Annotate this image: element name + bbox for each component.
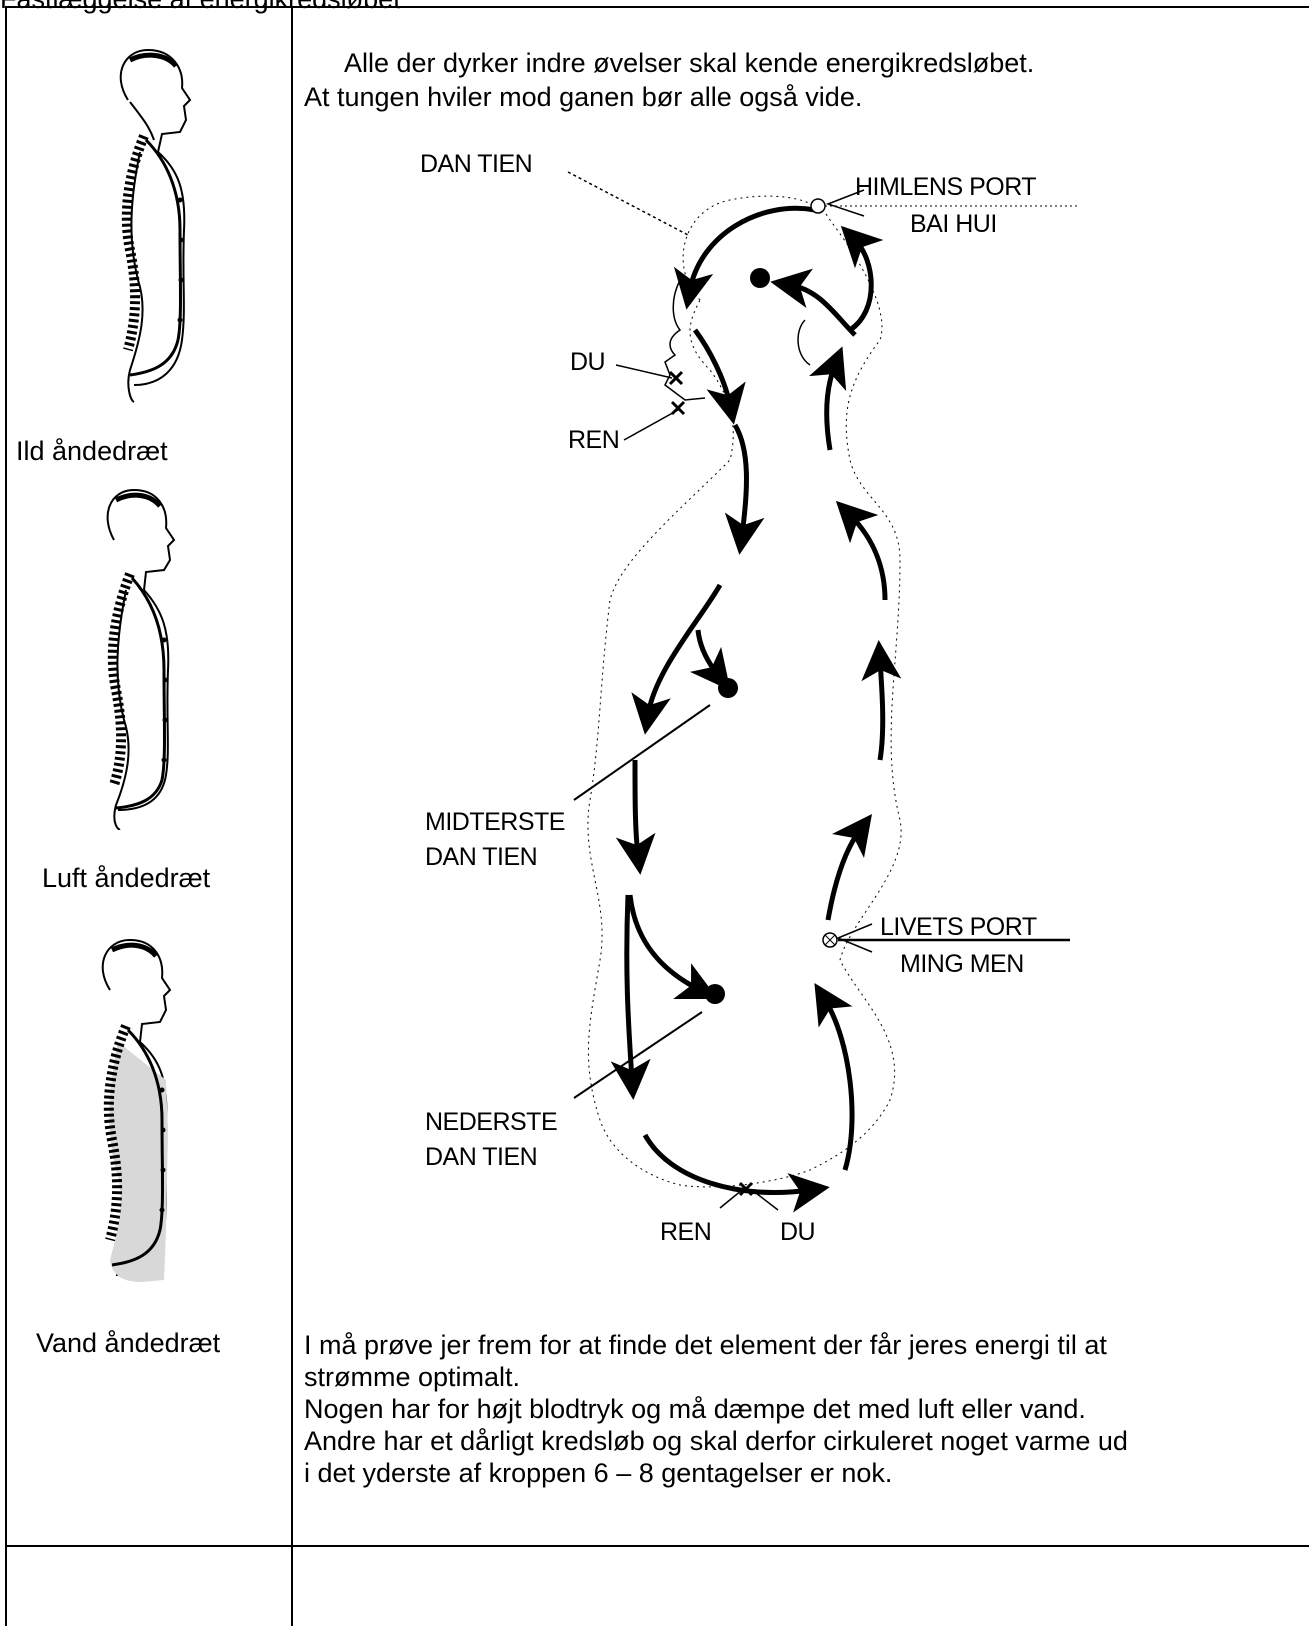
label-ming-men: MING MEN bbox=[900, 950, 1024, 978]
arrow-lower-back-up bbox=[828, 830, 860, 920]
label-livets-port: LIVETS PORT bbox=[880, 913, 1037, 941]
body-line-2: strømme optimalt. bbox=[304, 1362, 520, 1393]
label-midterste: MIDTERSTE bbox=[425, 808, 565, 836]
arrow-upper-back-up bbox=[850, 515, 885, 600]
label-ren-top: REN bbox=[568, 426, 619, 454]
arrow-belly-down bbox=[635, 760, 638, 855]
arrow-sacrum-up bbox=[825, 1000, 852, 1170]
baihui-point-icon bbox=[811, 199, 825, 213]
label-himlens-port: HIMLENS PORT bbox=[855, 173, 1036, 201]
spine-figure-water bbox=[82, 930, 192, 1290]
spine-figure-air bbox=[88, 480, 188, 830]
lower-dan-tien-dot bbox=[705, 984, 725, 1004]
label-nederste: NEDERSTE bbox=[425, 1108, 557, 1136]
label-nederste-dan-tien: DAN TIEN bbox=[425, 1143, 537, 1171]
label-ren-bottom: REN bbox=[660, 1218, 711, 1246]
body-line-5: i det yderste af kroppen 6 – 8 gentagels… bbox=[304, 1458, 892, 1489]
energy-circuit-diagram: DAN TIEN HIMLENS PORT BAI HUI DU REN MID… bbox=[380, 140, 1100, 1310]
table-border-left bbox=[5, 6, 7, 1626]
intro-line-2: At tungen hviler mod ganen bør alle også… bbox=[304, 82, 862, 113]
arrow-chest-right bbox=[698, 630, 718, 675]
arrow-bottom-right bbox=[645, 1135, 810, 1193]
column-divider bbox=[291, 6, 293, 1626]
spine-figure-fire bbox=[100, 40, 210, 405]
arrow-face-down bbox=[695, 330, 730, 405]
label-midterste-dan-tien: DAN TIEN bbox=[425, 843, 537, 871]
arrow-head-back-up bbox=[850, 240, 871, 330]
label-bai-hui: BAI HUI bbox=[910, 210, 997, 238]
arrow-mid-back-up bbox=[880, 660, 883, 760]
label-dan-tien-top: DAN TIEN bbox=[420, 150, 532, 178]
arrow-abdomen-down bbox=[627, 895, 632, 1080]
middle-dan-tien-dot bbox=[718, 678, 738, 698]
ear-icon bbox=[798, 320, 810, 365]
body-line-3: Nogen har for højt blodtryk og må dæmpe … bbox=[304, 1394, 1086, 1425]
upper-dan-tien-dot bbox=[750, 268, 770, 288]
mingmen-point-icon bbox=[823, 933, 837, 947]
arrow-neck-up bbox=[827, 365, 835, 450]
arrow-throat-down bbox=[735, 425, 746, 535]
row-divider bbox=[5, 1545, 1309, 1547]
table-border-top bbox=[5, 6, 1309, 8]
body-line-4: Andre har et dårligt kredsløb og skal de… bbox=[304, 1426, 1128, 1457]
arrow-abdomen-right bbox=[630, 895, 700, 990]
label-du-bottom: DU bbox=[780, 1218, 815, 1246]
caption-air-breath: Luft åndedræt bbox=[42, 865, 210, 892]
arrow-chest-left bbox=[648, 585, 720, 715]
label-du-top: DU bbox=[570, 348, 605, 376]
caption-fire-breath: Ild åndedræt bbox=[16, 438, 168, 465]
body-line-1: I må prøve jer frem for at finde det ele… bbox=[304, 1330, 1107, 1361]
body-outline bbox=[588, 196, 901, 1187]
intro-line-1: Alle der dyrker indre øvelser skal kende… bbox=[344, 48, 1034, 79]
caption-water-breath: Vand åndedræt bbox=[36, 1330, 220, 1357]
